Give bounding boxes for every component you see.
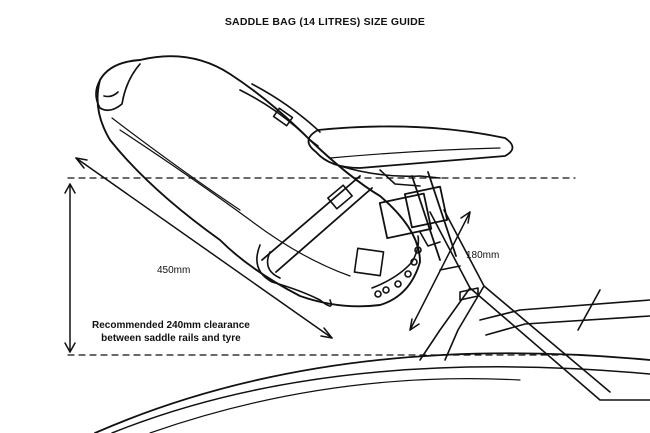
diagram-title: SADDLE BAG (14 LITRES) SIZE GUIDE — [224, 16, 426, 28]
length-label: 450mm — [157, 265, 191, 276]
saddle-bag — [95, 55, 422, 308]
clearance-240mm-arrow — [64, 183, 76, 353]
clearance-label-line1: Recommended 240mm clearance — [92, 320, 250, 331]
seatpost — [378, 171, 457, 261]
clearance-label: Recommended 240mm clearance between sadd… — [92, 320, 250, 345]
height-label: 180mm — [466, 250, 500, 261]
saddle — [307, 125, 514, 187]
rear-wheel — [94, 352, 650, 433]
clearance-label-line2: between saddle rails and tyre — [101, 332, 241, 344]
height-180mm-arrow — [409, 211, 471, 331]
length-450mm-arrow — [75, 157, 333, 339]
